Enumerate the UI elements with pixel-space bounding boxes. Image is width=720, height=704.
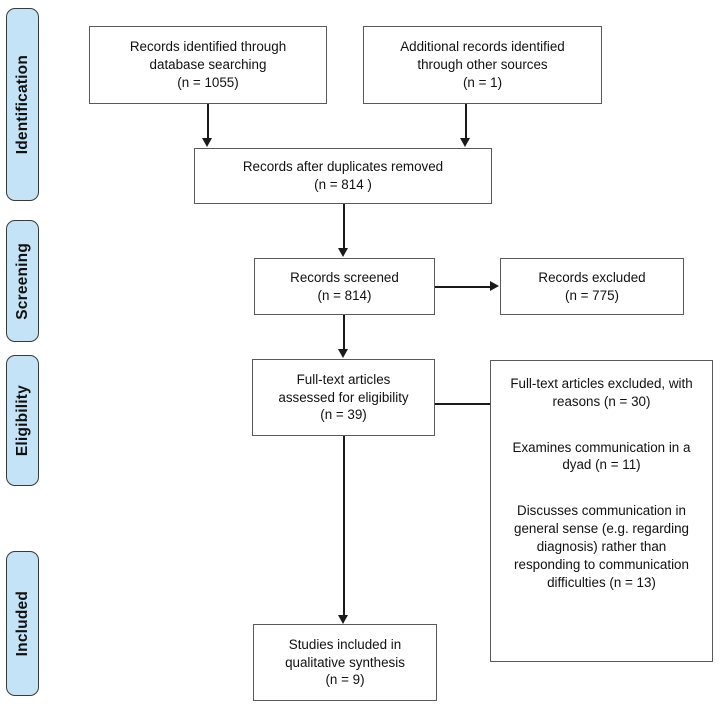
box-records-identified-database-text: Records identified through database sear… bbox=[129, 39, 287, 90]
reason-dyad: Examines communication in a dyad (n = 11… bbox=[512, 439, 691, 473]
stage-tab-screening: Screening bbox=[6, 220, 39, 342]
box-records-excluded: Records excluded (n = 775) bbox=[500, 258, 684, 315]
stage-tab-identification: Identification bbox=[6, 8, 39, 201]
connector-duplicates-to-screened bbox=[343, 204, 345, 249]
box-records-identified-database: Records identified through database sear… bbox=[89, 26, 327, 104]
connector-fulltext-to-studies-included bbox=[343, 436, 345, 617]
connector-other-to-duplicates bbox=[465, 104, 467, 139]
box-records-after-duplicates-removed-text: Records after duplicates removed (n = 81… bbox=[242, 159, 444, 192]
connector-screened-to-excluded bbox=[435, 286, 491, 288]
connector-fulltext-to-excluded-reasons bbox=[435, 403, 491, 405]
stage-tab-eligibility-label: Eligibility bbox=[13, 384, 31, 457]
box-records-screened: Records screened (n = 814) bbox=[254, 258, 435, 315]
box-records-after-duplicates-removed: Records after duplicates removed (n = 81… bbox=[194, 148, 492, 204]
box-fulltext-assessed-eligibility: Full-text articles assessed for eligibil… bbox=[252, 359, 435, 436]
arrowhead-other-to-duplicates bbox=[460, 138, 470, 147]
connector-screened-to-fulltext bbox=[343, 315, 345, 350]
box-additional-records-other-sources: Additional records identified through ot… bbox=[363, 26, 602, 104]
arrowhead-screened-to-fulltext bbox=[338, 349, 348, 358]
stage-tab-included: Included bbox=[6, 551, 39, 696]
stage-tab-identification-label: Identification bbox=[13, 54, 31, 155]
arrowhead-fulltext-to-studies-included bbox=[338, 615, 348, 624]
box-studies-included-qualitative-synthesis-text: Studies included in qualitative synthesi… bbox=[285, 636, 405, 688]
box-fulltext-assessed-eligibility-text: Full-text articles assessed for eligibil… bbox=[278, 371, 409, 423]
arrowhead-duplicates-to-screened bbox=[338, 248, 348, 257]
arrowhead-database-to-duplicates bbox=[202, 138, 212, 147]
stage-tab-screening-label: Screening bbox=[13, 242, 31, 320]
reason-general-sense: Discusses communication in general sense… bbox=[514, 503, 689, 590]
box-records-screened-text: Records screened (n = 814) bbox=[290, 269, 399, 303]
box-records-excluded-text: Records excluded (n = 775) bbox=[538, 269, 646, 303]
box-studies-included-qualitative-synthesis: Studies included in qualitative synthesi… bbox=[253, 624, 437, 701]
stage-tab-eligibility: Eligibility bbox=[6, 355, 39, 486]
box-additional-records-other-sources-text: Additional records identified through ot… bbox=[400, 39, 565, 90]
arrowhead-screened-to-excluded bbox=[490, 281, 499, 291]
stage-tab-included-label: Included bbox=[13, 590, 31, 657]
connector-database-to-duplicates bbox=[207, 104, 209, 139]
box-fulltext-excluded-with-reasons: Full-text articles excluded, with reason… bbox=[490, 360, 713, 662]
reason-total: Full-text articles excluded, with reason… bbox=[510, 376, 693, 409]
